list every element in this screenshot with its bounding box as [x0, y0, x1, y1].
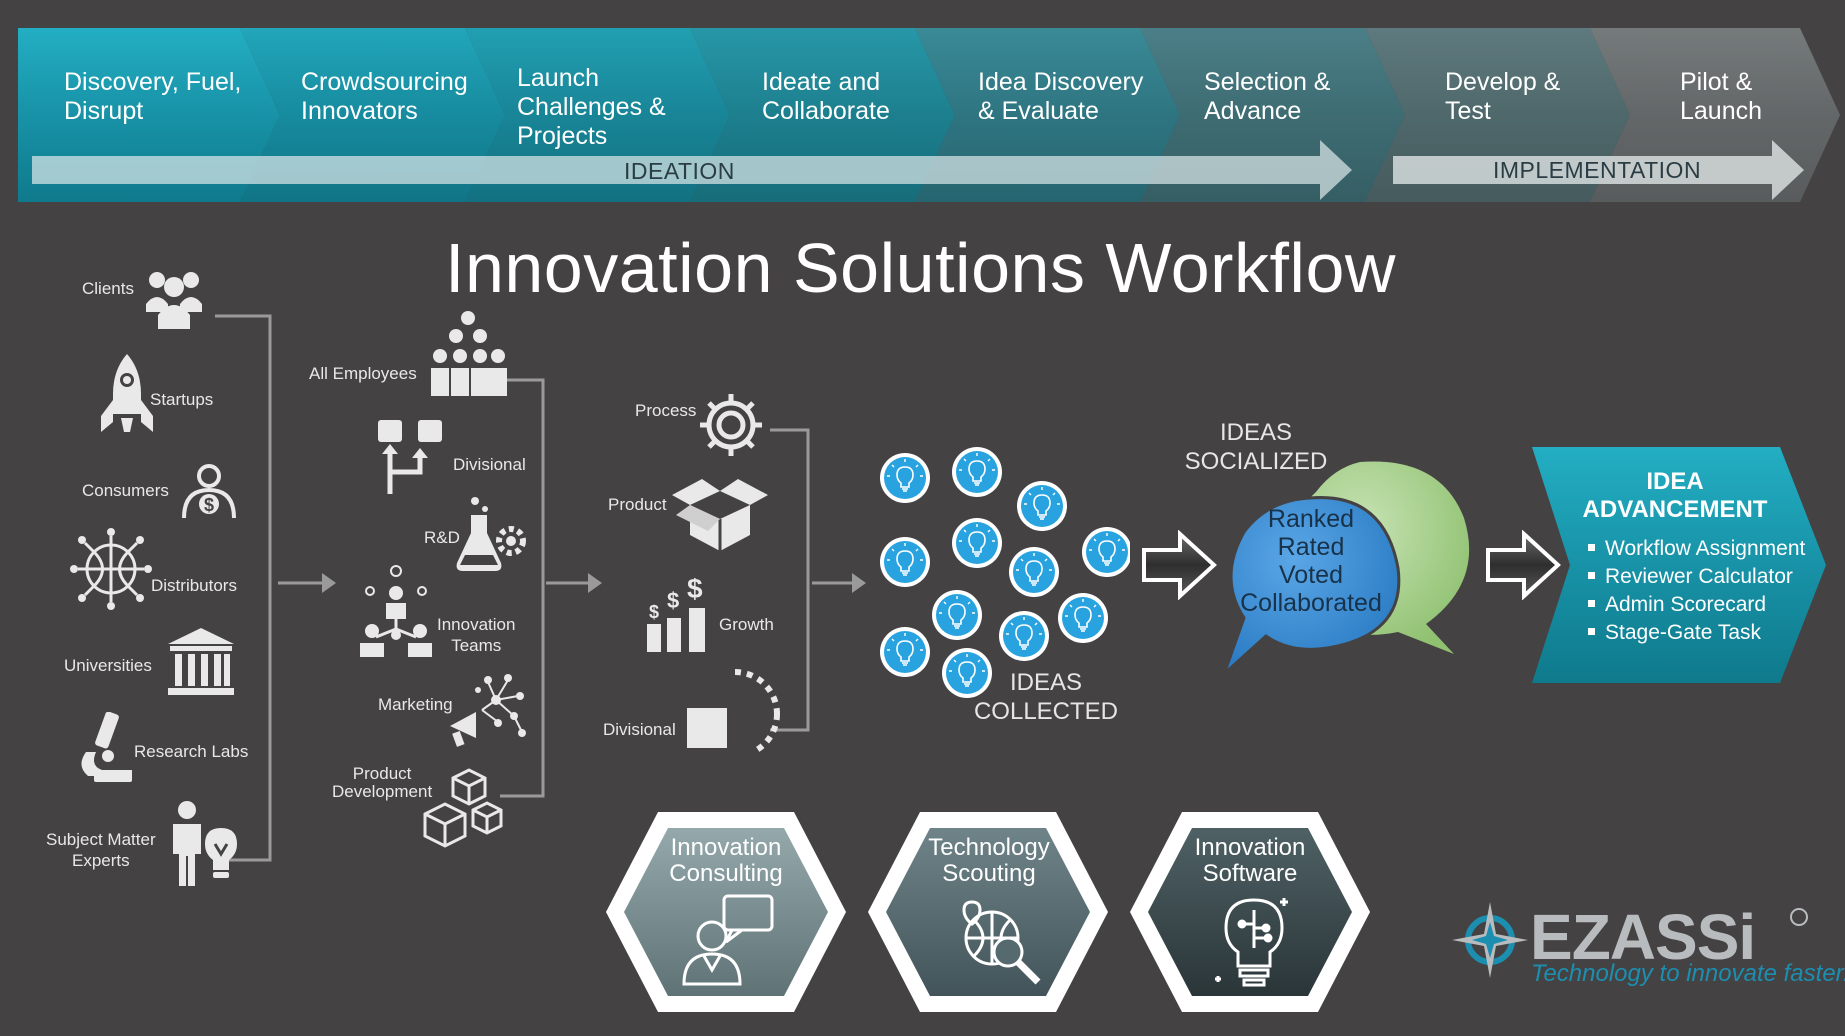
stage-label-6: Selection & Advance	[1204, 68, 1331, 125]
registered-mark-icon	[1790, 908, 1808, 926]
ideation-band-arrow	[32, 140, 1352, 200]
microscope-icon	[76, 712, 134, 784]
label-distributors: Distributors	[151, 576, 237, 595]
label-product: Product	[608, 495, 667, 514]
idea-bulb-icon	[999, 611, 1049, 661]
label-divisional-category: Divisional	[603, 720, 676, 739]
rocket-icon	[100, 352, 154, 436]
stage-label-1: Discovery, Fuel, Disrupt	[64, 68, 242, 125]
service-label: Innovation Software	[1194, 834, 1306, 887]
idea-bulb-icon	[942, 648, 992, 698]
ideation-label: IDEATION	[624, 158, 735, 184]
stage-label-3: Launch Challenges & Projects	[517, 64, 666, 150]
label-divisional-group: Divisional	[453, 455, 526, 474]
innovation-team-icon	[358, 563, 434, 659]
stacked-cubes-icon	[423, 768, 507, 850]
label-product-development: Product Development	[332, 764, 433, 801]
bubble-text: Ranked Rated Voted Collaborated	[1240, 505, 1382, 617]
growth-dollar-bars-icon: $ $ $	[645, 578, 713, 654]
stage-label-2: Crowdsourcing Innovators	[301, 68, 468, 125]
stage-label-7: Develop & Test	[1445, 68, 1561, 125]
label-clients: Clients	[82, 279, 134, 298]
stage-label-4: Ideate and Collaborate	[762, 68, 890, 125]
ideas-cluster	[880, 447, 1130, 698]
idea-bulb-icon	[1082, 527, 1130, 577]
ideas-socialized-label: IDEAS SOCIALIZED	[1184, 419, 1328, 475]
consumer-dollar-icon: $	[178, 462, 240, 522]
label-growth: Growth	[719, 615, 774, 634]
distribution-network-icon	[70, 528, 152, 610]
stage-chevron-bar	[18, 28, 1840, 202]
idea-bulb-icon	[952, 447, 1002, 497]
globe-search-icon	[958, 898, 1046, 986]
label-subject-matter-experts: Subject Matter Experts	[46, 830, 156, 870]
idea-bulb-icon	[952, 518, 1002, 568]
label-consumers: Consumers	[82, 481, 169, 500]
service-label: Technology Scouting	[928, 834, 1050, 887]
label-rnd: R&D	[424, 528, 460, 547]
svg-text:$: $	[687, 578, 703, 604]
lab-flask-gear-icon	[455, 495, 527, 575]
idea-bulb-icon	[1058, 593, 1108, 643]
split-arrow-icon	[378, 420, 444, 494]
idea-bulb-icon	[880, 627, 930, 677]
gear-icon	[696, 390, 766, 460]
university-building-icon	[168, 628, 234, 698]
logo-tagline: Technology to innovate faster.	[1531, 960, 1845, 988]
idea-bulb-icon	[1017, 481, 1067, 531]
logo-wordmark: EZASSi	[1530, 901, 1756, 973]
open-box-icon	[670, 475, 770, 555]
idea-advancement-title: IDEA ADVANCEMENT	[1582, 468, 1768, 523]
label-process: Process	[635, 401, 697, 420]
chat-bubbles-icon	[1222, 461, 1470, 676]
flow-arrow-icon	[1486, 530, 1561, 600]
label-all-employees: All Employees	[309, 364, 417, 383]
page-title: Innovation Solutions Workflow	[445, 229, 1396, 307]
pie-segment-icon	[685, 668, 781, 764]
people-group-icon	[146, 270, 202, 332]
svg-text:$: $	[649, 602, 659, 622]
stage-label-8: Pilot & Launch	[1680, 68, 1763, 125]
flow-arrow-icon	[1142, 530, 1217, 600]
advancement-item: Workflow Assignment	[1588, 537, 1805, 561]
idea-bulb-icon	[932, 590, 982, 640]
hex-innovation-software	[1130, 812, 1370, 1012]
implementation-band-arrow	[1393, 140, 1804, 200]
label-universities: Universities	[64, 656, 152, 675]
idea-bulb-icon	[1009, 547, 1059, 597]
tagline-emphasis: faster.	[1783, 960, 1845, 987]
idea-bulb-icon	[880, 453, 930, 503]
megaphone-network-icon	[448, 670, 526, 750]
label-innovation-teams: Innovation Teams	[437, 615, 516, 655]
hex-innovation-consulting	[606, 812, 846, 1012]
bulb-circuit-icon	[1212, 890, 1296, 988]
compass-logo-icon	[1452, 902, 1528, 978]
ideas-collected-label: IDEAS COLLECTED	[973, 669, 1119, 725]
implementation-label: IMPLEMENTATION	[1493, 157, 1702, 183]
svg-text:$: $	[667, 588, 679, 613]
label-startups: Startups	[150, 390, 214, 409]
svg-text:$: $	[204, 495, 214, 515]
consultant-chat-icon	[680, 892, 776, 988]
idea-bulb-icon	[880, 537, 930, 587]
label-research-labs: Research Labs	[134, 742, 249, 761]
stage-label-5: Idea Discovery & Evaluate	[978, 68, 1144, 125]
advancement-item: Reviewer Calculator	[1588, 565, 1793, 589]
tagline-prefix: Technology to innovate	[1531, 960, 1784, 987]
advancement-item: Admin Scorecard	[1588, 593, 1766, 617]
advancement-item: Stage-Gate Task	[1588, 621, 1761, 645]
service-label: Innovation Consulting	[669, 834, 783, 887]
employees-hierarchy-icon	[428, 310, 508, 400]
label-marketing: Marketing	[378, 695, 453, 714]
expert-idea-icon	[171, 800, 247, 888]
